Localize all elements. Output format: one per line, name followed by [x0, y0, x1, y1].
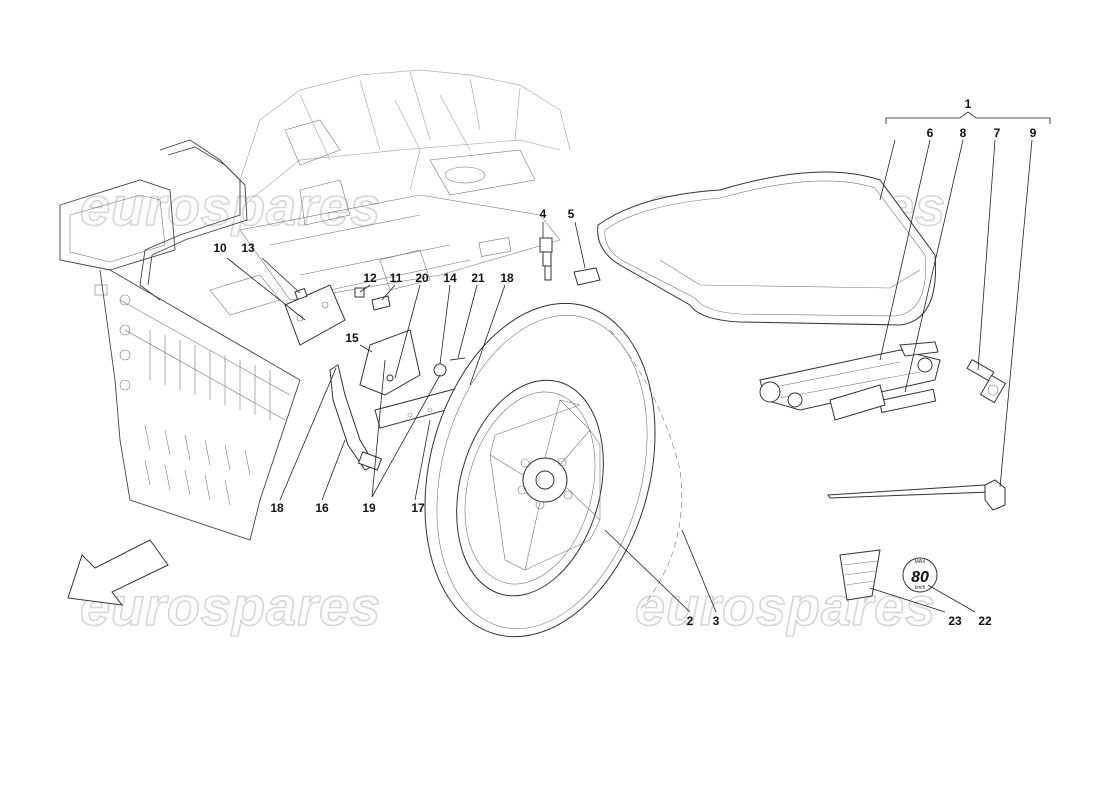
callout-22: 22: [978, 614, 992, 628]
callout-16: 16: [315, 501, 329, 515]
callout-10: 10: [213, 241, 227, 255]
direction-arrow: [67, 539, 169, 606]
wheel-wrench: [827, 479, 1006, 511]
callout-1: 1: [965, 97, 972, 111]
bolt-11: [371, 295, 391, 311]
watermark-bottom-right: eurospares: [635, 577, 936, 637]
car-body-drawing: [59, 69, 571, 541]
callout-14: 14: [443, 271, 457, 285]
callout-12: 12: [363, 271, 377, 285]
callout-labels: 1 2 3 4 5 6 7 8 9 10 11 12 13 14 15 16 1…: [213, 97, 1036, 628]
callout-2: 2: [687, 614, 694, 628]
sticker-23: [839, 549, 881, 601]
callout-8: 8: [960, 126, 967, 140]
callout-21: 21: [471, 271, 485, 285]
wheel-cover: [597, 171, 937, 326]
sticker-kmh-text: km/h: [915, 585, 926, 591]
jack: [759, 341, 941, 421]
jack-handle: [966, 358, 1007, 404]
watermark-bottom-left: eurospares: [80, 577, 381, 637]
callout-5: 5: [568, 207, 575, 221]
callout-20: 20: [415, 271, 429, 285]
valve-4: [539, 237, 553, 281]
pin-21: [449, 357, 466, 361]
leader-lines: [226, 111, 1051, 613]
nut-14: [433, 363, 447, 377]
callout-13: 13: [241, 241, 255, 255]
watermark-top-left: eurospares: [80, 177, 381, 237]
callout-9: 9: [1030, 126, 1037, 140]
nut-12: [354, 287, 365, 298]
callout-4: 4: [540, 207, 547, 221]
sticker-speed-text: 80: [911, 569, 929, 586]
callout-19: 19: [362, 501, 376, 515]
sticker-max-text: MAX: [915, 559, 927, 565]
balance-weight-5: [573, 267, 601, 286]
callout-23: 23: [948, 614, 962, 628]
sticker-22: 80 MAX km/h: [902, 557, 938, 593]
callout-3: 3: [713, 614, 720, 628]
callout-18-right: 18: [500, 271, 514, 285]
callout-15: 15: [345, 331, 359, 345]
callout-11: 11: [390, 271, 403, 285]
callout-7: 7: [994, 126, 1001, 140]
spare-wheel: [424, 302, 682, 638]
bracket-plate: [284, 284, 346, 346]
retainer-plate: [359, 329, 421, 396]
panel-holes: [94, 284, 131, 391]
callout-17: 17: [411, 501, 425, 515]
callout-18-left: 18: [270, 501, 284, 515]
callout-6: 6: [927, 126, 934, 140]
